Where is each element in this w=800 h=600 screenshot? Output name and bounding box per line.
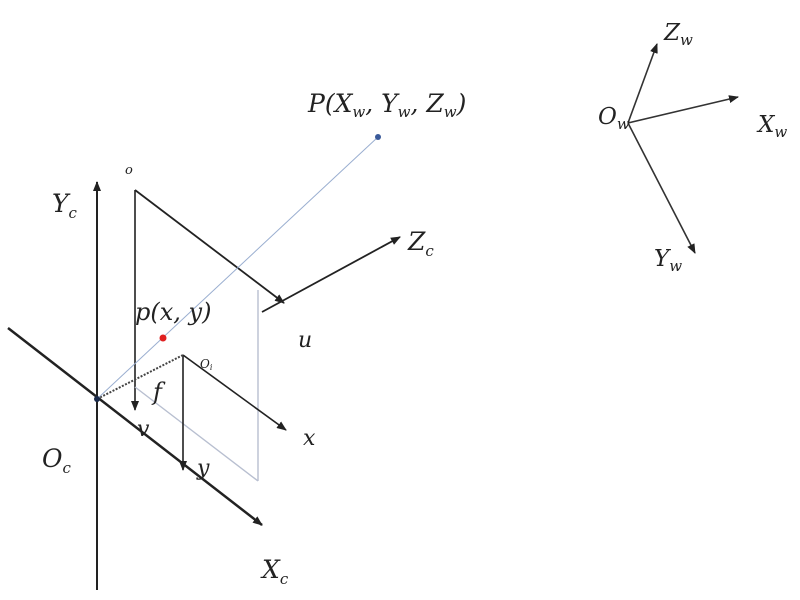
label-P: P(Xw, Yw, Zw)	[307, 89, 466, 121]
u-axis	[134, 189, 285, 304]
image-point	[159, 334, 167, 342]
zw-axis	[627, 43, 658, 124]
label-oc: Oc	[42, 444, 72, 477]
label-yw: Yw	[654, 246, 682, 275]
camera-origin	[94, 396, 100, 402]
label-xw: Xw	[756, 112, 787, 141]
world-point	[375, 134, 381, 140]
label-u: u	[298, 328, 312, 353]
label-p: p(x, y)	[135, 298, 211, 326]
label-y: y	[196, 456, 210, 481]
xc-axis	[7, 327, 263, 526]
yw-axis	[627, 122, 696, 254]
label-yc: Yc	[52, 189, 78, 222]
label-x: x	[303, 426, 316, 451]
label-ow: Ow	[598, 104, 630, 133]
label-oi: Oi	[200, 357, 213, 372]
label-o: o	[125, 163, 133, 178]
zc-axis	[261, 236, 401, 313]
xw-axis	[627, 95, 739, 124]
projection-ray	[96, 136, 379, 400]
focal-length-line	[96, 354, 184, 400]
label-zw: Zw	[663, 20, 693, 49]
label-v: v	[137, 417, 150, 442]
label-xc: Xc	[260, 555, 289, 588]
label-f: f	[151, 378, 166, 406]
x-axis	[182, 354, 287, 431]
label-zc: Zc	[407, 227, 434, 260]
plane-bottom-edge	[134, 386, 259, 482]
